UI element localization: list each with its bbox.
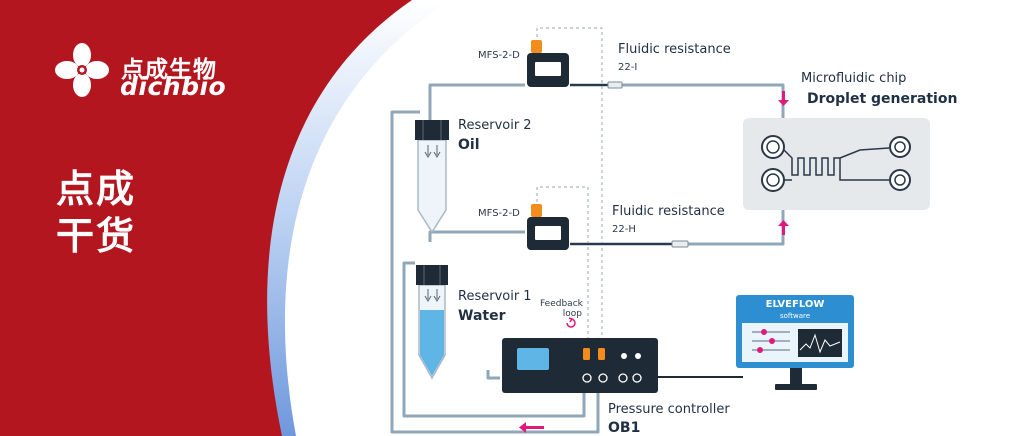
fluidic-resistance-top-tube (607, 81, 623, 89)
fluidic-resistance-bottom-tube (671, 240, 689, 248)
feedback-loop-icon (566, 318, 576, 328)
headline-line-1: 点成 (56, 167, 137, 211)
flow-sensor-bottom (527, 204, 569, 250)
computer-monitor (736, 295, 854, 390)
black-tubing (570, 84, 672, 245)
fluidic-resistance-bottom-title: Fluidic resistance (612, 204, 725, 219)
reservoir-1-tube (416, 265, 448, 380)
flow-sensor-bottom-label: MFS-2-D (478, 208, 520, 219)
flow-sensor-top (527, 40, 569, 87)
reservoir-1-fluid: Water (458, 308, 506, 324)
four-petal-logo-icon (55, 43, 109, 97)
flow-sensor-top-label: MFS-2-D (478, 50, 520, 61)
brand-name-chinese: 点成生物 (121, 57, 217, 83)
feedback-label-line-1: Feedback (540, 299, 583, 309)
fluidic-resistance-bottom-code: 22-H (612, 224, 636, 235)
pressure-controller-device (502, 338, 658, 393)
feedback-label-line-2: loop (562, 309, 582, 319)
software-subtitle: software (779, 312, 811, 320)
flow-direction-arrows (519, 91, 789, 433)
brand-name-english: dichbio (120, 72, 227, 101)
microfluidic-chip (743, 118, 930, 210)
reservoir-1-title: Reservoir 1 (458, 289, 532, 304)
headline-line-2: 干货 (56, 214, 137, 258)
fluidic-resistance-top-code: 22-I (618, 62, 638, 73)
chip-subtitle: Droplet generation (807, 91, 958, 107)
reservoir-2-fluid: Oil (458, 137, 480, 153)
chip-title: Microfluidic chip (801, 71, 907, 86)
controller-model: OB1 (608, 420, 641, 436)
red-panel (0, 0, 412, 436)
reservoir-2-title: Reservoir 2 (458, 118, 532, 133)
controller-title: Pressure controller (608, 402, 730, 417)
software-title: ELVEFLOW (765, 299, 825, 310)
reservoir-2-tube (415, 120, 449, 234)
fluidic-resistance-top-title: Fluidic resistance (618, 42, 731, 57)
